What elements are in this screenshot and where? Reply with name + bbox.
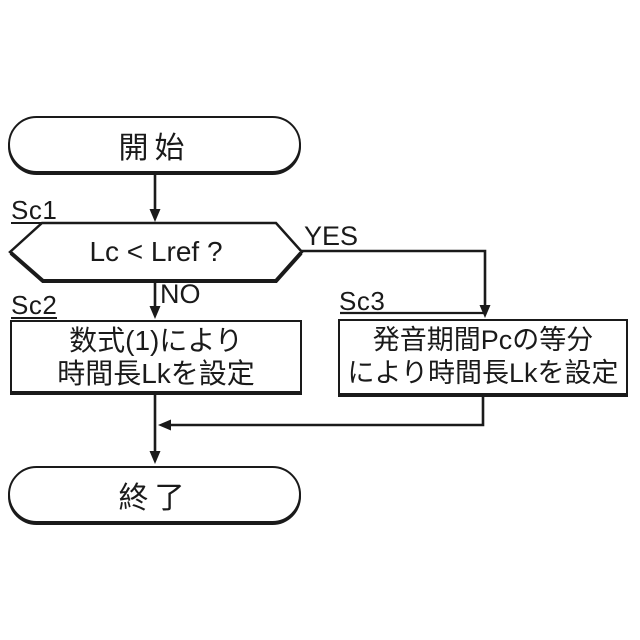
branch-label-no: NO — [160, 279, 201, 309]
step-label-sc1: Sc1 — [11, 195, 58, 225]
arrowhead-into-merge — [158, 419, 171, 431]
process-sc3-line1: 発音期間Pcの等分 — [372, 325, 594, 355]
process-node-sc3: 発音期間Pcの等分 により時間長Lkを設定 — [338, 319, 628, 395]
edge-sc3-to-merge — [171, 396, 485, 427]
arrowhead-into-sc3 — [479, 305, 491, 318]
arrowhead-into-sc2 — [149, 306, 161, 319]
process-node-sc2: 数式(1)により 時間長Lkを設定 — [10, 320, 302, 393]
branch-label-yes: YES — [304, 221, 359, 251]
decision-question: Lc < Lref ? — [89, 236, 223, 267]
end-node-label: 終了 — [118, 481, 191, 515]
start-node-label: 開始 — [118, 131, 191, 165]
process-sc2-line1: 数式(1)により — [69, 324, 243, 356]
arrowhead-into-end — [149, 451, 161, 464]
process-sc3-line2: により時間長Lkを設定 — [347, 358, 619, 388]
step-label-sc3: Sc3 — [339, 286, 386, 316]
step-label-sc2: Sc2 — [11, 290, 58, 320]
arrowhead-into-decision — [149, 209, 161, 222]
process-sc2-line2: 時間長Lkを設定 — [57, 357, 255, 389]
edge-yes-branch — [301, 249, 487, 307]
end-node: 終了 — [8, 466, 301, 523]
start-node: 開始 — [8, 116, 301, 173]
decision-hexagon-shadow — [9, 251, 303, 283]
